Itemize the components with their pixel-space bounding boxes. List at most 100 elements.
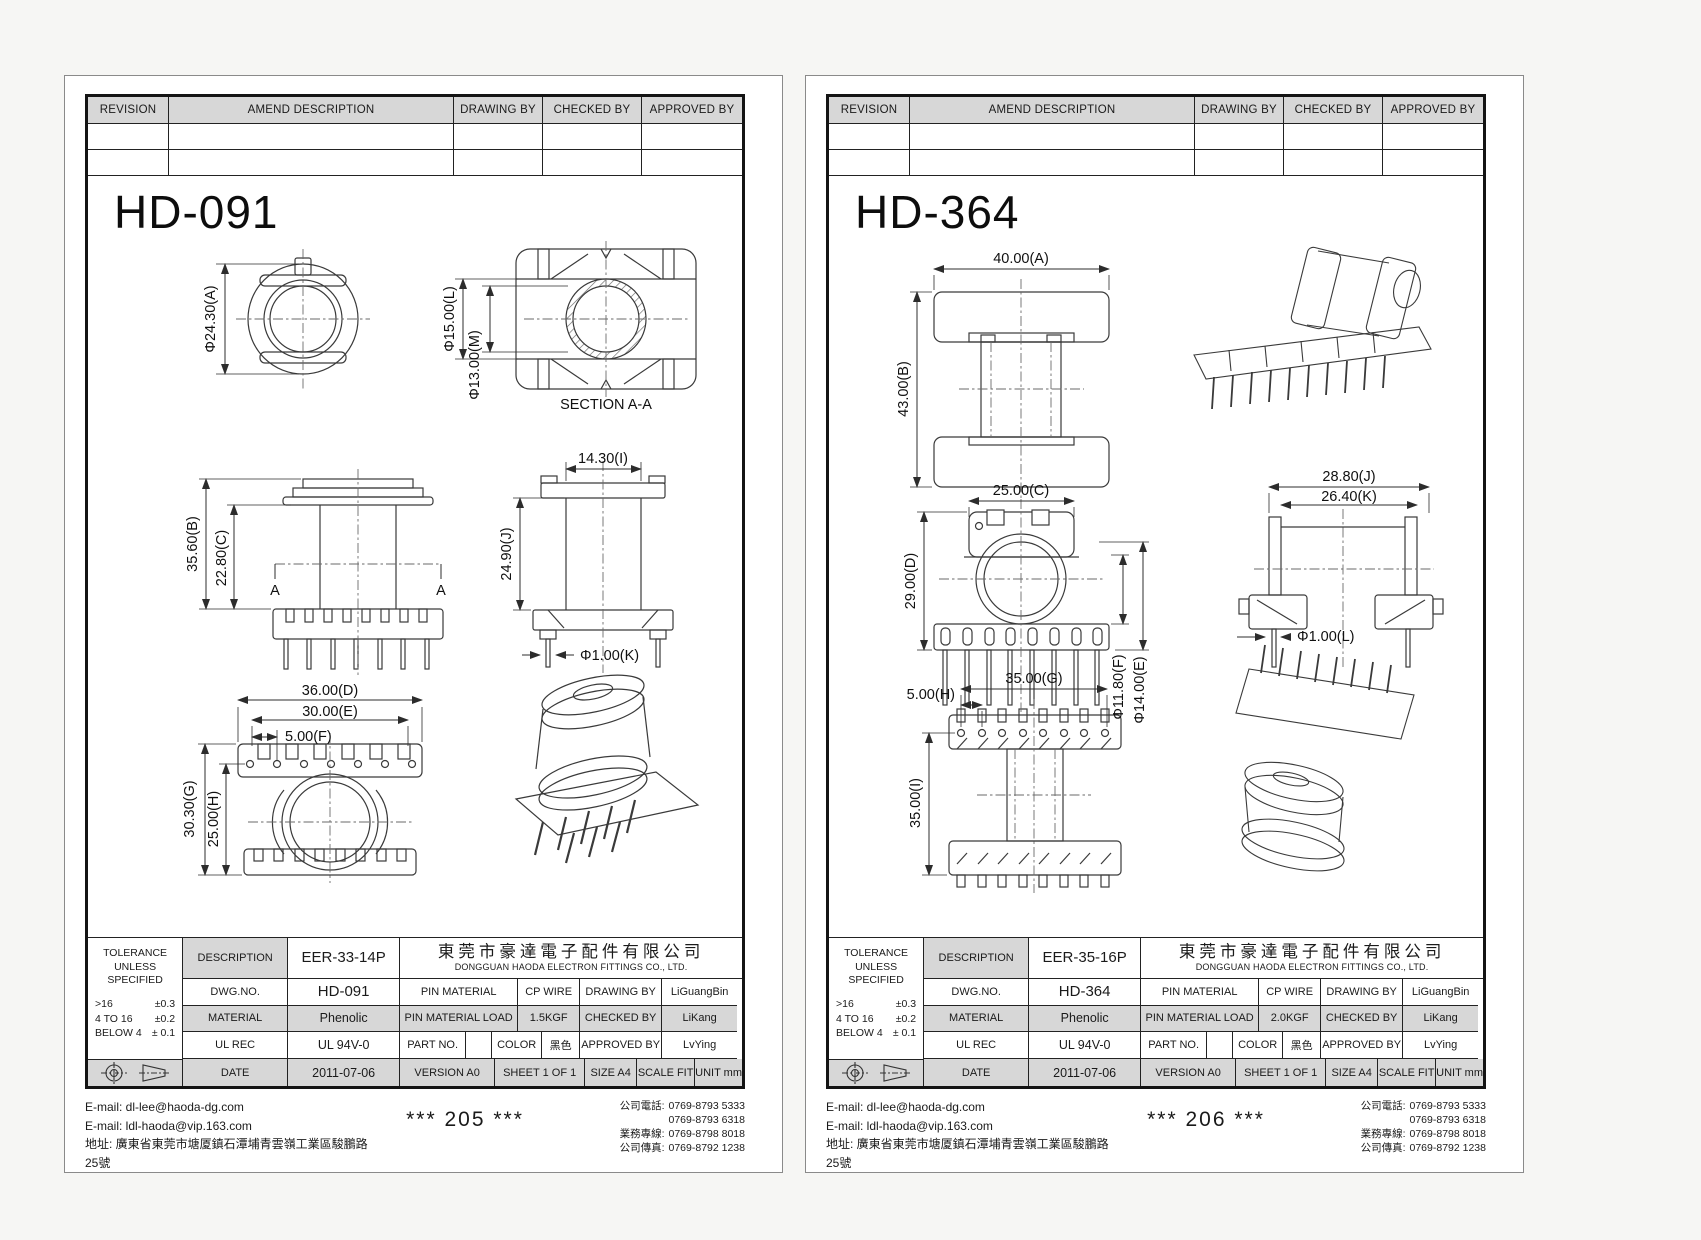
section-marker-a: A	[270, 583, 280, 599]
approved-by-label: APPROVED BY	[580, 1032, 663, 1060]
address-line: 地址: 廣東省東莞市塘厦鎮石潭埔青雲嶺工業區駿鵬路25號	[85, 1137, 368, 1170]
spec-table: TOLERANCE UNLESS SPECIFIED >16±0.3 4 TO …	[88, 937, 742, 1086]
revision-table: REVISION AMEND DESCRIPTION DRAWING BY CH…	[829, 97, 1483, 176]
color-value: 黑色	[542, 1032, 581, 1060]
checked-by-value: LiKang	[662, 1005, 738, 1033]
company-block: 東莞市豪達電子配件有限公司 DONGGUAN HAODA ELECTRON FI…	[400, 938, 742, 979]
dim-label-h: 5.00(H)	[907, 687, 955, 703]
email-line-1: E-mail: dl-lee@haoda-dg.com	[826, 1100, 985, 1114]
scale: SCALE FIT	[1378, 1059, 1437, 1086]
sheet: SHEET 1 OF 1	[495, 1059, 586, 1086]
checked-by-col-header: CHECKED BY	[543, 97, 642, 124]
dim-label-c: 22.80(C)	[214, 530, 230, 586]
checked-by-value: LiKang	[1403, 1005, 1479, 1033]
dim-label-b: 43.00(B)	[896, 361, 912, 417]
unit: UNIT mm	[1436, 1059, 1483, 1086]
description-value: EER-33-14P	[288, 938, 401, 979]
projection-target-icon	[841, 1062, 868, 1084]
email-line-2: E-mail: ldl-haoda@vip.163.com	[826, 1118, 993, 1133]
dim-label-l: Φ1.00(L)	[1297, 629, 1355, 645]
version: VERSION A0	[1141, 1059, 1237, 1086]
color-label: COLOR	[1233, 1032, 1284, 1060]
pin-material-label: PIN MATERIAL	[1141, 978, 1260, 1006]
size: SIZE A4	[1326, 1059, 1379, 1086]
dimension-lines	[198, 263, 642, 876]
pin-load-label: PIN MATERIAL LOAD	[1141, 1005, 1260, 1033]
approved-by-value: LvYing	[662, 1032, 738, 1060]
view-perspective	[514, 674, 700, 864]
part-no-value	[466, 1032, 493, 1060]
drawing-by-label: DRAWING BY	[580, 978, 663, 1006]
centerlines	[236, 241, 688, 883]
dim-label-e: Φ14.00(E)	[1132, 656, 1148, 723]
email-line-1: E-mail: dl-lee@haoda-dg.com	[85, 1100, 244, 1114]
dim-label-d: 36.00(D)	[302, 683, 358, 699]
part-title: HD-364	[855, 186, 1020, 238]
dim-label-f: Φ11.80(F)	[1111, 654, 1127, 719]
revision-empty-row	[829, 124, 1483, 150]
technical-drawing-hd364: 40.00(A) 43.00(B) 25.00(C) 29.00(D) Φ11.…	[896, 246, 1444, 893]
dim-label-k: 26.40(K)	[1321, 489, 1377, 505]
part-no-label: PART NO.	[1141, 1032, 1208, 1060]
dwg-no-value: HD-364	[1029, 978, 1142, 1006]
amend-description-col-header: AMEND DESCRIPTION	[910, 97, 1195, 124]
section-marker-a: A	[436, 583, 446, 599]
checked-by-label: CHECKED BY	[1321, 1005, 1404, 1033]
projection-symbols	[829, 1060, 925, 1086]
description-value: EER-35-16P	[1029, 938, 1142, 979]
date-label: DATE	[924, 1059, 1030, 1086]
dim-label-g: 30.30(G)	[182, 780, 198, 837]
dwg-no-value: HD-091	[288, 978, 401, 1006]
approved-by-value: LvYing	[1403, 1032, 1479, 1060]
phone-line: 業務專線:0769-8798 8018	[1360, 1127, 1486, 1140]
fax-line: 公司傳真:0769-8792 1238	[619, 1141, 745, 1154]
pin-material-label: PIN MATERIAL	[400, 978, 519, 1006]
phone-line: 公司電話:0769-8793 5333	[619, 1100, 745, 1112]
revision-header-row: REVISION AMEND DESCRIPTION DRAWING BY CH…	[829, 97, 1483, 124]
material-label: MATERIAL	[924, 1005, 1030, 1033]
ul-rec-label: UL REC	[183, 1032, 289, 1060]
dim-label-j: 24.90(J)	[499, 527, 515, 580]
checked-by-col-header: CHECKED BY	[1284, 97, 1383, 124]
drawing-frame: REVISION AMEND DESCRIPTION DRAWING BY CH…	[85, 94, 745, 1089]
projection-target-icon	[100, 1062, 127, 1084]
address-line: 地址: 廣東省東莞市塘厦鎮石潭埔青雲嶺工業區駿鵬路25號	[826, 1137, 1109, 1170]
revision-header-row: REVISION AMEND DESCRIPTION DRAWING BY CH…	[88, 97, 742, 124]
view-perspective-top	[1193, 246, 1432, 410]
spec-table: TOLERANCE UNLESS SPECIFIED >16±0.3 4 TO …	[829, 937, 1483, 1086]
dim-label-h: 25.00(H)	[206, 791, 222, 847]
scale: SCALE FIT	[637, 1059, 696, 1086]
email-line-2: E-mail: ldl-haoda@vip.163.com	[85, 1118, 252, 1133]
dim-label-f: 5.00(F)	[285, 729, 332, 745]
dim-label-j: 28.80(J)	[1322, 469, 1375, 485]
drawing-by-col-header: DRAWING BY	[454, 97, 543, 124]
revision-table: REVISION AMEND DESCRIPTION DRAWING BY CH…	[88, 97, 742, 176]
drawing-by-label: DRAWING BY	[1321, 978, 1404, 1006]
dim-label-m: Φ13.00(M)	[467, 330, 483, 400]
centerlines	[939, 279, 1434, 893]
tolerance-box: TOLERANCE UNLESS SPECIFIED >16±0.3 4 TO …	[829, 938, 925, 1060]
phone-line: 業務專線:0769-8798 8018	[619, 1127, 745, 1140]
dim-label-d: 29.00(D)	[903, 553, 919, 609]
projection-cone-icon	[138, 1064, 171, 1082]
material-value: Phenolic	[288, 1005, 401, 1033]
material-label: MATERIAL	[183, 1005, 289, 1033]
part-title: HD-091	[114, 186, 279, 238]
projection-cone-icon	[879, 1064, 912, 1082]
datasheet-page-hd091: REVISION AMEND DESCRIPTION DRAWING BY CH…	[64, 75, 783, 1173]
phone-line: 0769-8793 6318	[1409, 1113, 1487, 1126]
page-number: *** 206 ***	[1147, 1108, 1265, 1131]
pin-material-value: CP WIRE	[518, 978, 581, 1006]
tolerance-box: TOLERANCE UNLESS SPECIFIED >16±0.3 4 TO …	[88, 938, 184, 1060]
page-footer: E-mail: dl-lee@haoda-dg.com E-mail: ldl-…	[826, 1098, 1486, 1172]
dwg-no-label: DWG.NO.	[183, 978, 289, 1006]
size: SIZE A4	[585, 1059, 638, 1086]
view-bottom	[948, 708, 1122, 888]
page-footer: E-mail: dl-lee@haoda-dg.com E-mail: ldl-…	[85, 1098, 745, 1172]
part-no-value	[1207, 1032, 1234, 1060]
company-block: 東莞市豪達電子配件有限公司 DONGGUAN HAODA ELECTRON FI…	[1141, 938, 1483, 979]
datasheet-page-hd364: REVISION AMEND DESCRIPTION DRAWING BY CH…	[805, 75, 1524, 1173]
pin-material-value: CP WIRE	[1259, 978, 1322, 1006]
dim-label-i: 35.00(I)	[908, 778, 924, 828]
